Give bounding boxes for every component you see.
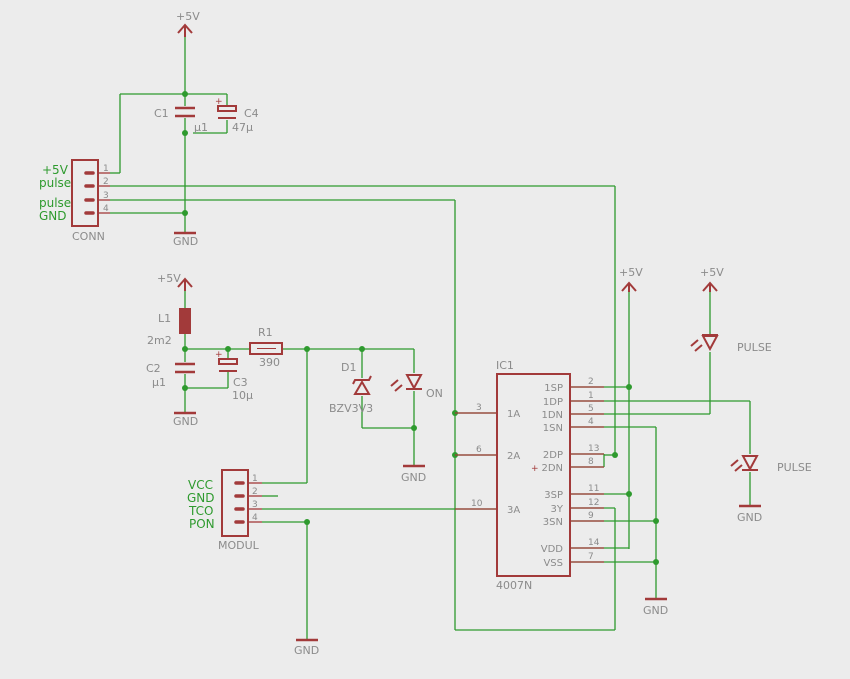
vcc-label: +5V	[176, 10, 200, 23]
led-pulse-2-name: PULSE	[777, 461, 812, 474]
capacitor-c3	[218, 358, 238, 372]
capacitor-c2	[175, 362, 195, 374]
junctions	[182, 91, 659, 565]
conn-net-label: +5V	[42, 163, 69, 177]
ic1-pin-name: 3Y	[551, 504, 564, 515]
ic1-pin-number: 12	[588, 498, 599, 508]
led-on	[390, 374, 423, 392]
ic1-pin-number: 1	[588, 391, 594, 401]
ic1-pin-name: 3SN	[543, 517, 563, 528]
c4-plus-mark: +	[215, 97, 223, 107]
ic1-pin-number: 11	[588, 484, 599, 494]
gnd-label: GND	[173, 235, 198, 248]
gnd-label: GND	[401, 471, 426, 484]
conn-pin-number: 2	[103, 177, 109, 187]
ic1-pin-name: 1SP	[544, 383, 563, 394]
modul-net-label: TCO	[188, 504, 213, 518]
vcc-symbol	[177, 23, 718, 292]
modul-pin-number: 4	[252, 513, 258, 523]
ic1-pin-name: 2A	[507, 451, 520, 462]
conn-pin-number: 4	[103, 204, 109, 214]
ic1-pin-number: 10	[471, 499, 483, 509]
l1-value: 2m2	[147, 334, 172, 347]
c4-name: C4	[244, 107, 259, 120]
c1-value: µ1	[194, 121, 208, 134]
capacitor-c1	[175, 106, 195, 118]
resistor-r1	[249, 342, 283, 355]
r1-value: 390	[259, 356, 280, 369]
ic1-pin-name: VSS	[543, 558, 563, 569]
gnd-label: GND	[294, 644, 319, 657]
modul-pin-number: 3	[252, 500, 258, 510]
modul-pin-number: 2	[252, 487, 258, 497]
ic1-pin-number: 5	[588, 404, 594, 414]
inductor-l1	[179, 308, 191, 334]
ic1-pin-name: 1DN	[541, 410, 563, 421]
ic1-pin-number: 3	[476, 403, 482, 413]
ic1-pin-number: 14	[588, 538, 600, 548]
ic1-pin-number: 13	[588, 444, 599, 454]
ic1-pin-number: 9	[588, 511, 594, 521]
r1-name: R1	[258, 326, 273, 339]
modul-net-label: VCC	[188, 478, 213, 492]
ic1-value: 4007N	[496, 579, 532, 592]
conn-header	[71, 159, 110, 227]
ic1-pin-number: 6	[476, 445, 482, 455]
c3-plus-mark: +	[215, 350, 223, 360]
ic1-pin-number: 2	[588, 377, 594, 387]
c4-value: 47µ	[232, 121, 253, 134]
ic1-pin-number: 4	[588, 417, 594, 427]
l1-name: L1	[158, 312, 171, 325]
ic1-origin-mark: +	[531, 464, 539, 474]
d1-value: BZV3V3	[329, 402, 373, 415]
modul-pin-number: 1	[252, 474, 258, 484]
modul-net-label: PON	[189, 517, 215, 531]
gnd-label: GND	[737, 511, 762, 524]
gnd-symbol	[174, 231, 761, 642]
led-pulse-1	[690, 334, 719, 352]
ic1-name: IC1	[496, 359, 514, 372]
ic1-pin-name: 2DN	[541, 463, 563, 474]
c2-name: C2	[146, 362, 161, 375]
conn-pin-number: 1	[103, 164, 109, 174]
ic1-body	[455, 373, 604, 577]
vcc-label: +5V	[619, 266, 643, 279]
gnd-label: GND	[643, 604, 668, 617]
modul-name: MODUL	[218, 539, 260, 552]
led-pulse-1-name: PULSE	[737, 341, 772, 354]
modul-net-label: GND	[187, 491, 215, 505]
c1-name: C1	[154, 107, 169, 120]
led-pulse-2	[730, 455, 759, 472]
conn-pin-number: 3	[103, 191, 109, 201]
capacitor-c4	[217, 105, 237, 119]
ic1-pin-name: 1SN	[543, 423, 563, 434]
vcc-label: +5V	[700, 266, 724, 279]
ic1-pin-name: 1A	[507, 409, 520, 420]
led-on-name: ON	[426, 387, 443, 400]
ic1-pin-name: 2DP	[543, 450, 563, 461]
conn-net-label: pulse	[39, 196, 71, 210]
ic1-pin-name: 1DP	[543, 397, 563, 408]
ic1-pin-name: 3A	[507, 505, 520, 516]
ic1-pin-number: 7	[588, 552, 594, 562]
c2-value: µ1	[152, 376, 166, 389]
d1-name: D1	[341, 361, 356, 374]
conn-net-label: GND	[39, 209, 67, 223]
conn-net-label: pulse	[39, 176, 71, 190]
ic1-pin-name: 3SP	[544, 490, 563, 501]
ic1-pin-number: 8	[588, 457, 594, 467]
c3-value: 10µ	[232, 389, 253, 402]
vcc-label: +5V	[157, 272, 181, 285]
gnd-label: GND	[173, 415, 198, 428]
c3-name: C3	[233, 376, 248, 389]
modul-header	[221, 469, 262, 537]
conn-name: CONN	[72, 230, 105, 243]
ic1-pin-name: VDD	[541, 544, 564, 555]
zener-d1	[352, 375, 372, 395]
